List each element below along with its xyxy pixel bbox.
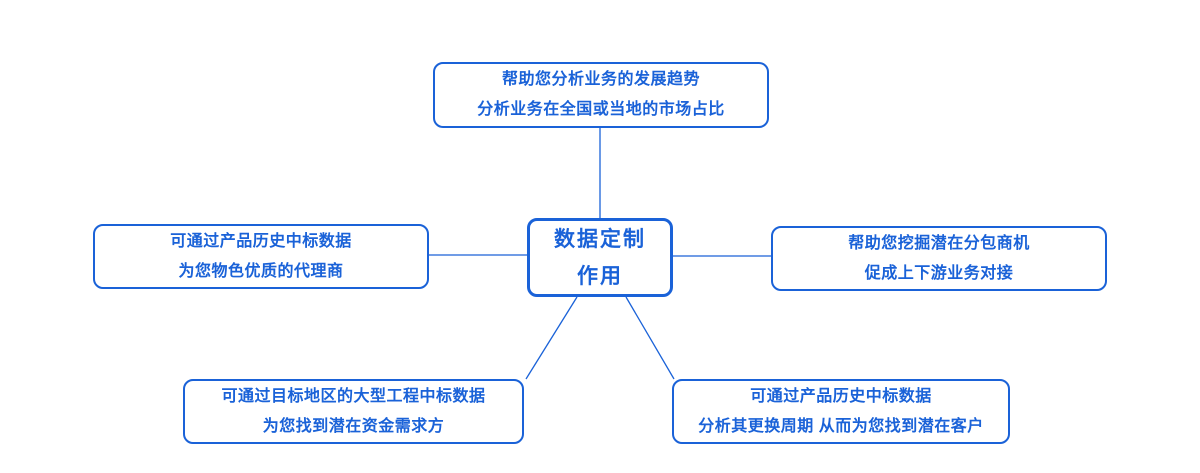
node-bottom-right-potential-customers: 可通过产品历史中标数据 分析其更换周期 从而为您找到潜在客户 [672, 379, 1010, 444]
node-bottom-left-funding-demand: 可通过目标地区的大型工程中标数据 为您找到潜在资金需求方 [183, 379, 524, 444]
node-center-data-customization: 数据定制 作用 [527, 218, 673, 297]
node-text-line: 帮助您挖掘潜在分包商机 [848, 234, 1030, 252]
node-text-line: 为您物色优质的代理商 [178, 262, 344, 280]
node-text-line: 促成上下游业务对接 [864, 264, 1014, 282]
node-text-line: 可通过产品历史中标数据 [750, 387, 932, 405]
node-text-line: 可通过产品历史中标数据 [170, 232, 352, 250]
node-text-line: 分析其更换周期 从而为您找到潜在客户 [698, 417, 984, 435]
node-text-line: 帮助您分析业务的发展趋势 [501, 71, 700, 88]
node-right-subcontract-opportunity: 帮助您挖掘潜在分包商机 促成上下游业务对接 [771, 226, 1107, 291]
center-title-line: 作用 [577, 264, 623, 288]
node-top-business-trend: 帮助您分析业务的发展趋势 分析业务在全国或当地的市场占比 [433, 62, 769, 128]
node-text-line: 为您找到潜在资金需求方 [262, 417, 445, 435]
node-left-agent-sourcing: 可通过产品历史中标数据 为您物色优质的代理商 [93, 224, 429, 289]
connector-center-to-bottom-right [625, 296, 675, 380]
center-title-line: 数据定制 [554, 227, 646, 251]
node-text-line: 可通过目标地区的大型工程中标数据 [221, 387, 486, 405]
connector-center-to-bottom-left [525, 296, 578, 380]
node-text-line: 分析业务在全国或当地的市场占比 [477, 101, 725, 118]
